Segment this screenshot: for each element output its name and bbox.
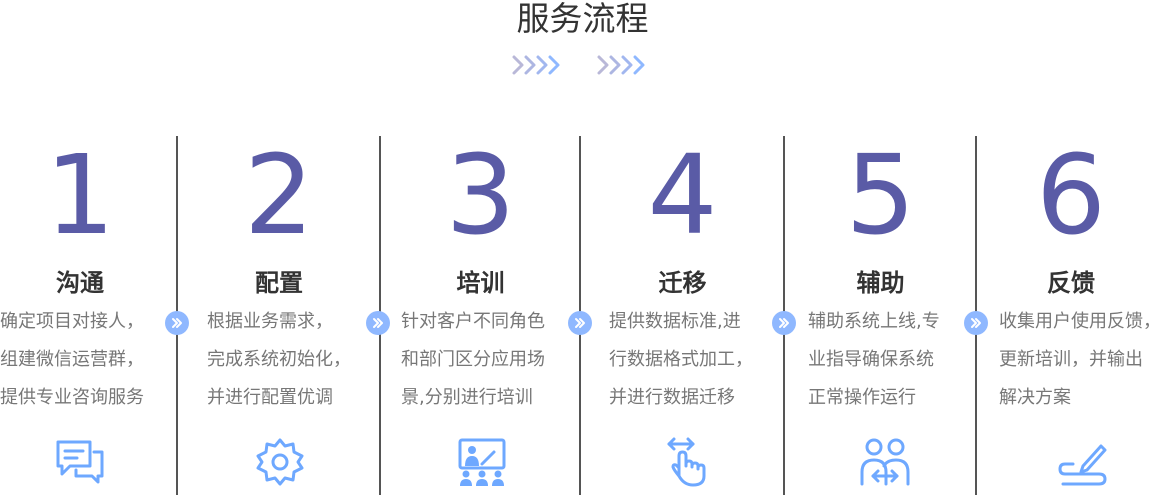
step-title: 配置 (255, 269, 303, 297)
page-title: 服务流程 (516, 0, 649, 38)
step-3: 3 培训 针对客户不同角色 和部门区分应用场 景,分别进行培训 (381, 0, 580, 495)
pen-signature-icon (1058, 444, 1107, 486)
step-number: 3 (445, 131, 516, 259)
step-description: 确定项目对接人， 组建微信运营群， 提供专业咨询服务 (0, 311, 144, 408)
next-arrow-icon (165, 311, 189, 335)
chevrons-right-icon (597, 55, 645, 75)
step-description: 辅助系统上线,专 业指导确保系统 正常操作运行 (808, 311, 940, 408)
next-arrow-icon (568, 311, 592, 335)
swipe-hand-icon (667, 437, 706, 487)
next-arrow-icon (772, 311, 796, 335)
step-1: 1 沟通 确定项目对接人， 组建微信运营群， 提供专业咨询服务 (0, 0, 160, 495)
step-number: 5 (845, 131, 916, 259)
step-description: 针对客户不同角色 和部门区分应用场 景,分别进行培训 (401, 311, 545, 408)
step-title: 培训 (456, 269, 505, 297)
chevrons-left-icon (512, 55, 560, 75)
step-description: 根据业务需求， 完成系统初始化， 并进行配置优调 (207, 311, 351, 408)
step-description: 收集用户使用反馈， 更新培训，并输出 解决方案 (999, 311, 1161, 408)
step-title: 辅助 (856, 269, 905, 297)
training-presentation-icon (458, 438, 506, 486)
gear-icon (256, 438, 304, 486)
step-number: 6 (1036, 131, 1106, 259)
step-4: 4 迁移 提供数据标准,进 行数据格式加工， 并进行数据迁移 (581, 0, 784, 495)
step-number: 1 (45, 131, 115, 259)
step-title: 迁移 (658, 269, 707, 297)
step-title: 反馈 (1047, 269, 1095, 297)
step-6: 6 反馈 收集用户使用反馈， 更新培训，并输出 解决方案 (977, 0, 1165, 495)
step-number: 2 (244, 131, 314, 259)
step-5: 5 辅助 辅助系统上线,专 业指导确保系统 正常操作运行 (785, 0, 976, 495)
step-2: 2 配置 根据业务需求， 完成系统初始化， 并进行配置优调 (178, 0, 380, 495)
next-arrow-icon (366, 311, 390, 335)
step-description: 提供数据标准,进 行数据格式加工， 并进行数据迁移 (609, 311, 753, 408)
step-number: 4 (647, 131, 718, 259)
next-arrow-icon (964, 311, 988, 335)
users-exchange-icon (860, 438, 910, 486)
chat-bubbles-icon (56, 440, 104, 484)
step-title: 沟通 (56, 269, 104, 297)
